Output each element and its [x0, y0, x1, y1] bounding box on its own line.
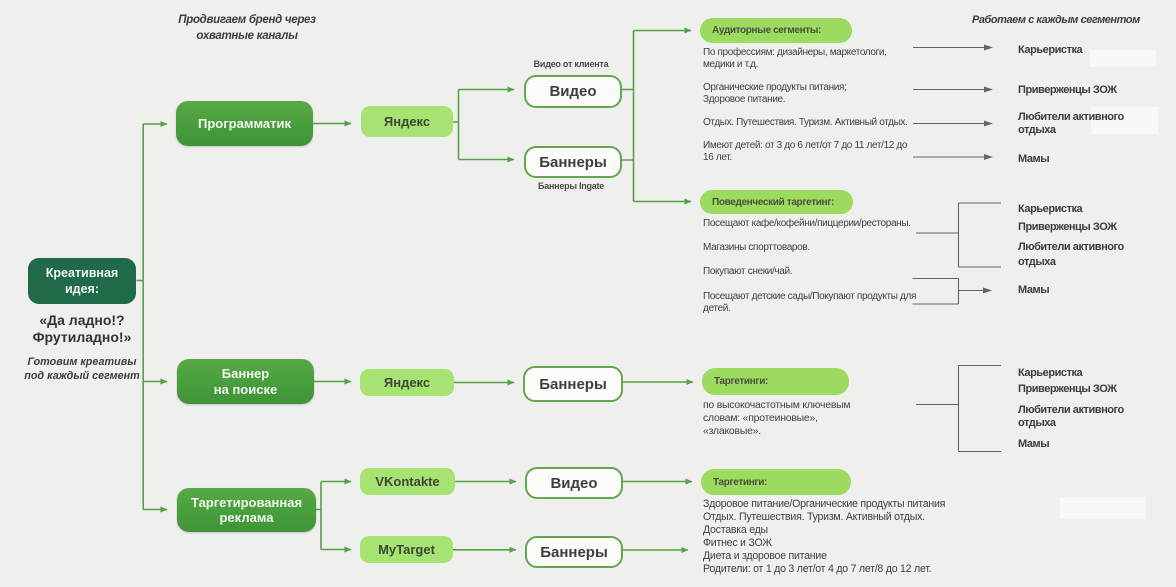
pill-audience-segments-label: Аудиторные сегменты:: [712, 25, 821, 36]
connector-segment: [618, 30, 635, 202]
creative-idea-label: Креативная идея:: [45, 266, 119, 296]
bracket-search-group: [916, 364, 1001, 453]
watermark-patch: [1090, 50, 1156, 67]
node-banners-programmatic-label: Баннеры: [539, 153, 607, 171]
segment-label-health: Приверженцы ЗОЖ: [1018, 83, 1117, 96]
social-targeting-list: Здоровое питание/Органические продукты п…: [703, 498, 946, 575]
node-targeted-ads-label: Таргетированная реклама: [190, 494, 303, 526]
node-programmatic-label: Программатик: [198, 115, 291, 131]
node-banners-search-label: Баннеры: [539, 375, 607, 393]
bracket-behavioral-moms: [912, 277, 960, 305]
segment-label-active: Любители активного отдыха: [1018, 111, 1124, 137]
audience-item: Органические продукты питания; Здоровое …: [703, 82, 847, 106]
segment-label-health: Приверженцы ЗОЖ: [1018, 221, 1117, 233]
promo-note: Продвигаем бренд через охватные каналы: [178, 14, 316, 42]
segment-label-moms: Мамы: [1018, 152, 1050, 165]
segment-label-career: Карьеристка: [1018, 43, 1083, 56]
pill-social-targeting[interactable]: Таргетинги:: [701, 469, 851, 495]
audience-item: Имеют детей: от 3 до 6 лет/от 7 до 11 ле…: [703, 140, 908, 164]
node-video-programmatic[interactable]: Видео: [524, 75, 622, 108]
pill-behavioral-targeting[interactable]: Поведенческий таргетинг:: [700, 190, 853, 214]
search-targeting-text: по высокочастотным ключевым словам: «про…: [703, 400, 851, 437]
segment-label-active: Любители активного отдыха: [1018, 241, 1124, 269]
node-targeted-ads[interactable]: Таргетированная реклама: [177, 488, 316, 532]
behavioral-item: Магазины спорттоваров.: [703, 242, 810, 253]
idea-slogan: «Да ладно!? Фрутиладно!»: [32, 312, 132, 345]
node-yandex-search-label: Яндекс: [383, 375, 431, 390]
audience-item: По профессиям: дизайнеры, маркетологи, м…: [703, 47, 887, 71]
node-programmatic[interactable]: Программатик: [176, 101, 313, 146]
node-search-banner-label: Баннер на поиске: [213, 366, 278, 397]
node-banners-social-label: Баннеры: [540, 543, 608, 561]
node-creative-idea[interactable]: Креативная идея:: [28, 258, 136, 304]
watermark-patch: [1060, 497, 1146, 519]
behavioral-item: Посещают детские сады/Покупают продукты …: [703, 291, 917, 315]
node-yandex-programmatic[interactable]: Яндекс: [361, 106, 453, 137]
pill-behavioral-targeting-label: Поведенческий таргетинг:: [712, 196, 835, 208]
node-mytarget-label: MyTarget: [378, 542, 435, 557]
connector-segment: [453, 89, 460, 160]
node-yandex-programmatic-label: Яндекс: [383, 114, 431, 129]
segment-label-active: Любители активного отдыха: [1018, 403, 1124, 429]
pill-search-targeting[interactable]: Таргетинги:: [702, 368, 849, 395]
node-video-social-label: Видео: [550, 474, 598, 492]
node-yandex-search[interactable]: Яндекс: [360, 369, 454, 396]
node-mytarget[interactable]: MyTarget: [360, 536, 453, 563]
node-video-social[interactable]: Видео: [525, 467, 623, 499]
annotation-banners-source: Баннеры Ingate: [537, 181, 605, 191]
node-search-banner[interactable]: Баннер на поиске: [177, 359, 314, 404]
node-banners-social[interactable]: Баннеры: [525, 536, 623, 568]
segment-label-career: Карьеристка: [1018, 203, 1083, 215]
node-banners-search[interactable]: Баннеры: [523, 366, 623, 402]
node-vkontakte[interactable]: VKontakte: [360, 468, 455, 495]
bracket-behavioral-group: [916, 202, 1001, 268]
pill-social-targeting-label: Таргетинги:: [713, 476, 768, 488]
gray-connectors: [912, 44, 1001, 453]
watermark-patch: [1091, 107, 1158, 134]
node-video-programmatic-label: Видео: [549, 83, 597, 100]
behavioral-item: Покупают снеки/чай.: [703, 266, 793, 277]
pill-search-targeting-label: Таргетинги:: [714, 376, 769, 387]
annotation-video-source: Видео от клиента: [533, 59, 609, 69]
segment-note: Работаем с каждым сегментом: [972, 13, 1140, 26]
behavioral-item: Посещают кафе/кофейни/пиццерии/рестораны…: [703, 218, 911, 229]
idea-note: Готовим креативы под каждый сегмент: [24, 356, 140, 382]
segment-label-health: Приверженцы ЗОЖ: [1018, 383, 1117, 396]
segment-label-career: Карьеристка: [1018, 367, 1083, 380]
pill-audience-segments[interactable]: Аудиторные сегменты:: [700, 18, 852, 43]
audience-item: Отдых. Путешествия. Туризм. Активный отд…: [703, 117, 908, 128]
node-banners-programmatic[interactable]: Баннеры: [524, 146, 622, 178]
connector-segment: [316, 481, 322, 550]
segment-label-moms: Мамы: [1018, 284, 1050, 297]
node-vkontakte-label: VKontakte: [375, 474, 440, 489]
segment-label-moms: Мамы: [1018, 438, 1050, 450]
